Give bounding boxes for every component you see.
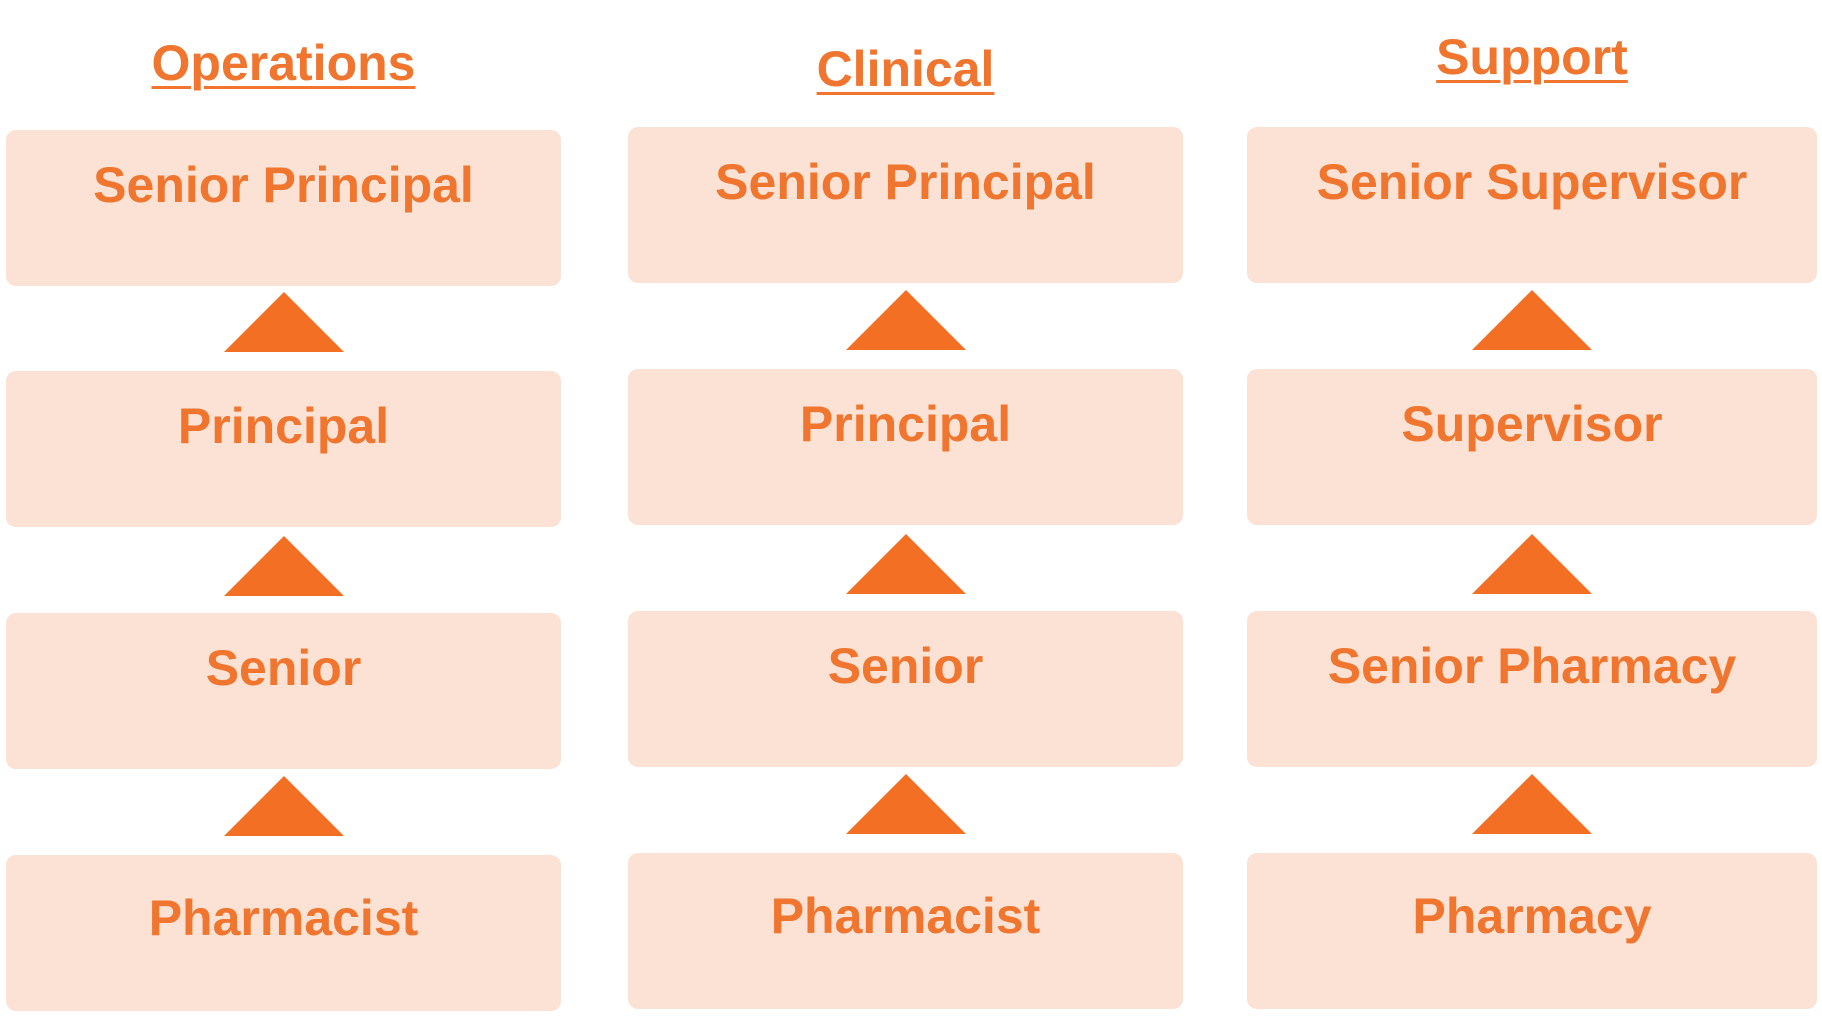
column-support: Support Senior Supervisor Supervisor Sen… [1247, 0, 1817, 1016]
level-box: Senior Supervisor [1247, 127, 1817, 283]
level-label: Senior [827, 638, 984, 694]
up-triangle-arrow-icon [1472, 774, 1592, 834]
level-box: Senior Principal [628, 127, 1183, 283]
up-triangle-arrow-icon [845, 290, 966, 350]
up-triangle-arrow-icon [223, 776, 344, 836]
column-title: Clinical [816, 41, 995, 97]
level-label: Senior Supervisor [1316, 154, 1748, 210]
level-box: Principal [628, 369, 1183, 525]
up-triangle-arrow-icon [1472, 290, 1592, 350]
level-box: Pharmacy [1247, 853, 1817, 1009]
level-box: Principal [6, 371, 561, 527]
level-box: Senior Principal [6, 130, 561, 286]
column-title: Operations [151, 35, 416, 91]
level-label: Senior Principal [715, 154, 1096, 210]
level-label: Senior Principal [93, 157, 474, 213]
level-label: Pharmacy [1412, 888, 1652, 944]
level-box: Senior [628, 611, 1183, 767]
up-triangle-arrow-icon [1472, 534, 1592, 594]
column-title: Support [1436, 29, 1628, 85]
level-label: Pharmacist [770, 888, 1041, 944]
level-box: Pharmacist [6, 855, 561, 1011]
up-triangle-arrow-icon [845, 534, 966, 594]
column-clinical: Clinical Senior Principal Principal Seni… [628, 0, 1183, 1016]
up-triangle-arrow-icon [223, 292, 344, 352]
level-label: Pharmacist [148, 890, 419, 946]
up-triangle-arrow-icon [223, 536, 344, 596]
level-box: Supervisor [1247, 369, 1817, 525]
level-label: Senior [205, 640, 362, 696]
level-label: Supervisor [1401, 396, 1663, 452]
level-label: Principal [799, 396, 1012, 452]
up-triangle-arrow-icon [845, 774, 966, 834]
level-box: Senior [6, 613, 561, 769]
level-box: Pharmacist [628, 853, 1183, 1009]
column-operations: Operations Senior Principal Principal Se… [6, 0, 561, 1016]
level-label: Principal [177, 398, 390, 454]
level-label: Senior Pharmacy [1327, 638, 1737, 694]
level-box: Senior Pharmacy [1247, 611, 1817, 767]
